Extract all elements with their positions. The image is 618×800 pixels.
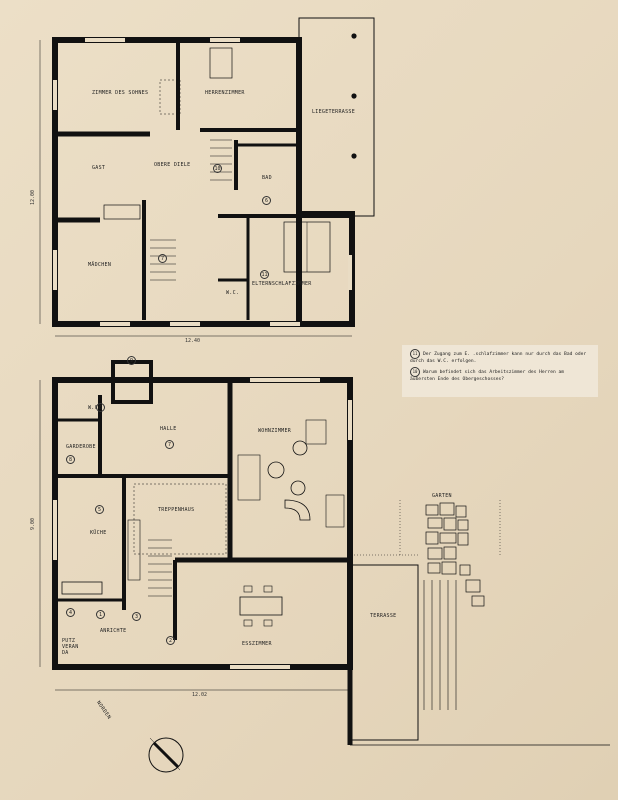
marker-g8: 8 xyxy=(66,455,75,464)
note-10-text: Warum befindet sich das Arbeitszimmer de… xyxy=(410,370,565,382)
terrace-garden xyxy=(347,500,610,746)
room-wc-ground: W.C. xyxy=(88,405,102,411)
room-garten: GARTEN xyxy=(432,493,452,499)
room-herrenzimmer: HERRENZIMMER xyxy=(205,90,245,96)
marker-g4: 4 xyxy=(66,608,75,617)
room-terrasse: TERRASSE xyxy=(370,613,397,619)
marker-u10: 10 xyxy=(213,164,222,173)
room-obere-diele: OBERE DIELE xyxy=(154,162,191,168)
room-wc-upper: W.C. xyxy=(226,290,240,296)
room-esszimmer: ESSZIMMER xyxy=(242,641,272,647)
dimension-upper-width: 12.40 xyxy=(185,338,201,344)
dimension-ground-height: 9.00 xyxy=(30,517,36,530)
room-putz-veranda: PUTZ VERAN DA xyxy=(62,638,79,656)
marker-g7: 7 xyxy=(165,440,174,449)
room-anrichte: ANRICHTE xyxy=(100,628,127,634)
room-halle: HALLE xyxy=(160,426,177,432)
dimension-ground-width: 12.02 xyxy=(192,692,208,698)
room-kueche: KÜCHE xyxy=(90,530,107,536)
marker-u11: 11 xyxy=(260,270,269,279)
marker-g3: 3 xyxy=(132,612,141,621)
room-liegeterrasse: LIEGETERRASSE xyxy=(312,109,356,115)
room-bad: BAD xyxy=(262,175,272,181)
ground-floor-walls xyxy=(39,360,353,691)
north-arrow xyxy=(148,737,184,773)
note-10-marker: 10 xyxy=(410,367,420,377)
dimension-upper-height: 12.00 xyxy=(30,189,36,205)
note-11-marker: 11 xyxy=(410,349,420,359)
marker-g1: 1 xyxy=(96,610,105,619)
note-11-text: Der Zugang zum E. .schlafzimmer kann nur… xyxy=(410,352,587,364)
room-wohnzimmer: WOHNZIMMER xyxy=(258,428,292,434)
marker-u7: 7 xyxy=(158,254,167,263)
marker-u6: 6 xyxy=(262,196,271,205)
room-elternschlafzimmer: ELTERNSCHLAFZIMMER xyxy=(252,281,312,287)
marker-g2: 2 xyxy=(166,636,175,645)
room-garderobe: GARDEROBE xyxy=(66,444,96,450)
room-gast: GAST xyxy=(92,165,106,171)
room-maedchen: MÄDCHEN xyxy=(88,262,112,268)
room-treppenhaus: TREPPENHAUS xyxy=(158,507,195,513)
marker-g9: 9 xyxy=(127,356,136,365)
marker-g5: 5 xyxy=(95,505,104,514)
upper-floor-walls xyxy=(39,17,375,337)
marker-g6: 6 xyxy=(96,403,105,412)
room-zimmer-des-sohnes: ZIMMER DES SOHNES xyxy=(92,90,149,96)
